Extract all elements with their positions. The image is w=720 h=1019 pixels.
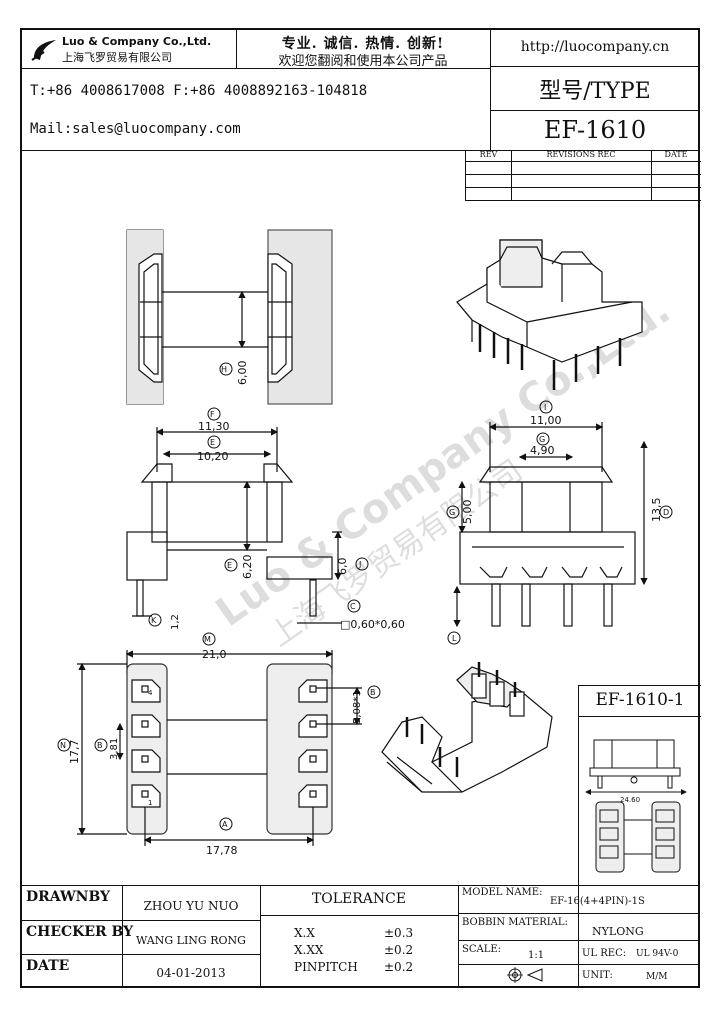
- dim-b2-label: B: [370, 688, 376, 697]
- company-logo-icon: [31, 40, 56, 61]
- scale-label: SCALE:: [462, 944, 502, 955]
- dim-e2-value: 6,20: [241, 555, 254, 580]
- tol-xxx-value: ±0.2: [384, 943, 414, 957]
- side-view: [453, 422, 648, 628]
- projection-symbol-icon: [507, 967, 543, 983]
- dim-g2-label: G: [449, 508, 455, 517]
- dim-f-label: F: [210, 410, 215, 419]
- date-label: DATE: [26, 958, 70, 974]
- dim-h: H 6,00: [219, 361, 249, 386]
- model-name-label: MODEL NAME:: [462, 887, 543, 898]
- dim-d-label: D: [663, 508, 669, 517]
- dim-b-value: 3,81: [109, 738, 120, 760]
- dim-e-value: 10,20: [197, 450, 229, 463]
- front-view-dims: F 11,30 E 10,20 E 6,20 6,0 J K 1,2 C □0,…: [148, 407, 405, 631]
- dim-k-label: K: [151, 616, 157, 625]
- phone-fax: T:+86 4008617008 F:+86 4008892163-104818: [30, 83, 368, 99]
- dim-m-value: 21,0: [202, 648, 227, 661]
- dim-b-label: B: [97, 741, 103, 750]
- revisions-table: REV REVISIONS REC DATE: [465, 150, 701, 201]
- pin-1-label: 1: [148, 799, 152, 807]
- dim-f-value: 11,30: [198, 420, 230, 433]
- dim-e-label: E: [210, 438, 215, 447]
- dim-i-value: 11,00: [530, 414, 562, 427]
- right-pin-slots: [298, 679, 328, 808]
- dim-g-value: 4,90: [530, 444, 555, 457]
- tol-xx-label: X.X: [294, 926, 315, 940]
- technical-drawing: Luo & Company Co.,Ltd. 上海飞罗贸易有限公司 H 6,00: [57, 229, 687, 873]
- company-name-cn: 上海飞罗贸易有限公司: [62, 51, 172, 64]
- variant-inset: EF-1610-1: [578, 685, 701, 886]
- tol-pin-label: PINPITCH: [294, 960, 358, 974]
- date-header: DATE: [664, 150, 688, 159]
- checker-label: CHECKER BY: [26, 924, 134, 940]
- dim-h-value: 6,00: [236, 361, 249, 386]
- bottom-view-dims: M 21,0 N 17,7 B 3,81 5,08*1 B A 17,78 1 …: [57, 632, 381, 857]
- ul-rec-label: UL REC:: [582, 948, 627, 959]
- tolerance-label: TOLERANCE: [311, 891, 407, 907]
- bobbin-material-label: BOBBIN MATERIAL:: [462, 917, 568, 928]
- website-link[interactable]: http://luocompany.cn: [520, 39, 670, 55]
- slogan-line-1: 专业. 诚信. 热情. 创新!: [281, 36, 445, 52]
- variant-dim: 24.60: [620, 796, 640, 804]
- date-value: 04-01-2013: [156, 966, 226, 980]
- dim-g-label: G: [539, 435, 545, 444]
- ul-rec-value: UL 94V-0: [636, 949, 679, 959]
- bottom-view: [77, 650, 362, 846]
- slogan-line-2: 欢迎您翻阅和使用本公司产品: [278, 54, 448, 69]
- rev-header: REV: [479, 150, 498, 159]
- iso-view-bottom: [381, 662, 553, 793]
- iso-view-top: [456, 239, 643, 390]
- dim-j-label: J: [358, 560, 361, 569]
- dim-h-label: H: [221, 365, 227, 374]
- drawing-sheet: Luo & Company Co.,Ltd. 上海飞罗贸易有限公司 专业. 诚信…: [20, 28, 701, 988]
- left-pin-slots: [131, 679, 161, 808]
- dim-a-value: 17,78: [206, 844, 238, 857]
- model-number: EF-1610: [543, 116, 647, 144]
- dim-l-label: L: [452, 634, 457, 643]
- pin-4-label: 4: [148, 689, 153, 697]
- drawnby-label: DRAWNBY: [26, 889, 111, 905]
- dim-n-label: N: [60, 741, 66, 750]
- unit-value: M/M: [646, 972, 668, 982]
- dim-a-label: A: [222, 820, 228, 829]
- dim-m-label: M: [204, 635, 211, 644]
- dim-e2-label: E: [227, 561, 232, 570]
- dim-c-value: □0,60*0,60: [340, 618, 405, 631]
- dim-i-label: I: [544, 403, 546, 412]
- dim-n-value: 17,7: [68, 740, 81, 765]
- tol-pin-value: ±0.2: [384, 960, 414, 974]
- checker-value: WANG LING RONG: [136, 934, 246, 947]
- revisions-rec-header: REVISIONS REC: [546, 150, 616, 159]
- tol-xx-value: ±0.3: [384, 926, 414, 940]
- dim-k-value: 1,2: [170, 614, 181, 630]
- model-name-value: EF-16(4+4PIN)-1S: [550, 896, 645, 907]
- tol-xxx-label: X.XX: [294, 943, 324, 957]
- type-label: 型号/TYPE: [539, 79, 651, 104]
- company-name-en: Luo & Company Co.,Ltd.: [62, 35, 212, 48]
- unit-label: UNIT:: [582, 970, 613, 981]
- scale-value: 1:1: [528, 950, 545, 961]
- variant-title: EF-1610-1: [595, 690, 685, 710]
- dim-j-value: 6,0: [336, 558, 349, 576]
- drawnby-value: ZHOU YU NUO: [143, 899, 239, 913]
- side-view-dims: I 11,00 G 4,90 G 5,00 13,5 D L: [446, 400, 673, 645]
- top-view: [126, 229, 333, 405]
- mail-address[interactable]: Mail:sales@luocompany.com: [30, 121, 241, 137]
- dim-g2-value: 5,00: [461, 500, 474, 525]
- dim-b2-value: 5,08*1: [352, 690, 363, 724]
- dim-c-label: C: [350, 602, 356, 611]
- bobbin-material-value: NYLONG: [592, 925, 644, 938]
- front-view: [126, 427, 342, 624]
- variant-drawing: [585, 739, 687, 873]
- dim-d-value: 13,5: [650, 498, 663, 523]
